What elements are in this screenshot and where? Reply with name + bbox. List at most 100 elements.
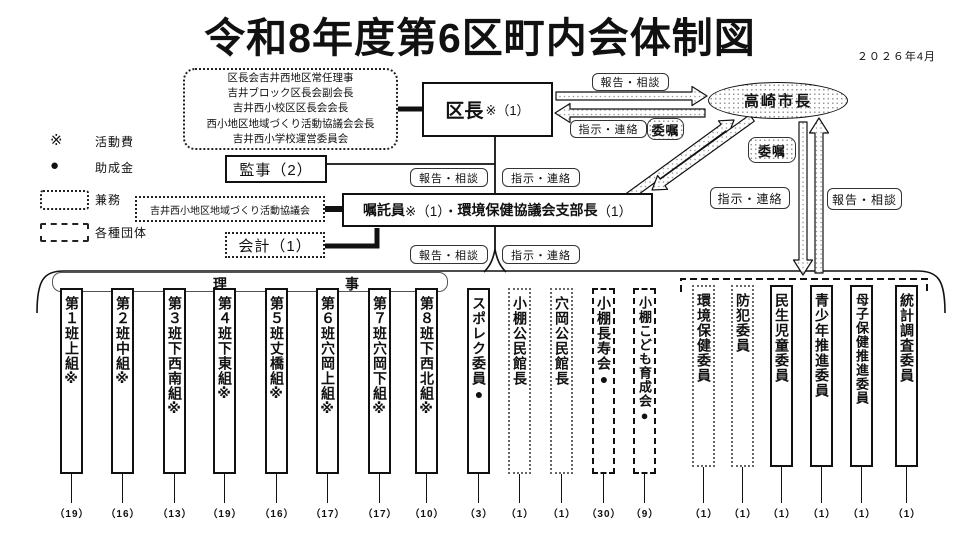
org-column-count: （30） [586,509,622,520]
org-column-drop [820,467,823,503]
line-kaikei-to-shokutaku [325,228,380,249]
org-column: 小棚長寿会● （30） [586,288,621,520]
kanji-box: 監事（2） [225,155,327,183]
org-column-box: 第１班上組※ [60,288,83,474]
org-column: 第１班上組※（19） [54,288,89,520]
kyogikai-box: 吉井西小地区地域づくり活動協議会 [135,196,325,222]
mayor-ellipse: 高崎市長 [708,82,848,119]
kyogikai-label: 吉井西小地区地域づくり活動協議会 [150,205,310,217]
role-line: 西小地区地域づくり活動協議会会長 [206,117,375,130]
org-column: 第７班穴岡下組※ （17） [362,288,397,520]
org-column-box: 小棚公民館長 [508,288,531,474]
org-column-count: （1） [767,509,797,520]
org-column-count: （17） [310,509,346,520]
org-column-count: （1） [892,509,922,520]
org-column-box: 第７班穴岡下組※ [368,288,391,474]
org-column: 第２班中組※ （16） [105,288,140,520]
role-line: 区長会吉井西地区常任理事 [227,71,354,84]
label-instruct-contact: 指示・連絡 [710,187,790,209]
org-column: 穴岡公民館長 （1） [548,288,575,520]
bottom-group-bracket [36,270,946,314]
diagram-title: 令和8年度第6区町内会体制図 [204,15,756,61]
org-column-drop [741,467,744,503]
kucho-suffix: ※（1） [485,103,530,118]
org-column-drop [70,474,73,503]
org-column-count: （1） [728,509,758,520]
label-instruct-contact: 指示・連絡 [570,120,647,138]
org-column-box: 環境保健委員 [692,285,715,467]
legend-subsidy-label: 助成金 [95,161,135,175]
org-column-count: （1） [505,509,535,520]
org-column-box: 防犯委員 [731,285,754,467]
org-column-drop [378,474,381,503]
label-instruct-contact: 指示・連絡 [502,245,580,264]
org-column-count: （16） [259,509,295,520]
org-column-drop [121,474,124,503]
org-column-drop [326,474,329,503]
org-column-count: （19） [207,509,243,520]
legend-activity-label: 活動費 [95,135,135,149]
org-column-count: （9） [630,509,660,520]
org-column-box: 小棚長寿会● [592,288,615,474]
kaikei-label: 会計（1） [238,237,312,255]
kucho-roles-box: 区長会吉井西地区常任理事 吉井ブロック区長会副会長 吉井西小校区区長会会長 西小… [183,68,398,150]
role-line: 吉井ブロック区長会副会長 [227,87,354,100]
org-column-count: （1） [689,509,719,520]
org-column: 環境保健委員 （1） [690,285,717,520]
org-column-drop [425,474,428,503]
arrow-mayor-to-shokutaku [651,114,755,191]
riji-bracket: 理 事 [52,272,448,292]
org-column: 小棚公民館長 （1） [506,288,533,520]
org-column-count: （13） [157,509,193,520]
shokutaku-count: （1） [597,204,633,219]
org-column-drop [702,467,705,503]
org-column-box: 第３班下西南組※ [163,288,186,474]
org-column-drop [223,474,226,503]
org-column: 第８班下西北組※（10） [409,288,444,520]
arrow-report-to-mayor [555,85,708,107]
label-report-consult: 報告・相談 [827,188,902,210]
riji-right-char: 事 [345,276,359,292]
org-column-box: 第２班中組※ [111,288,134,474]
arrow-instruct-to-kucho [554,102,706,124]
org-column-drop [477,474,480,503]
org-column-box: 穴岡公民館長 [550,288,573,474]
label-report-consult: 報告・相談 [592,73,669,91]
label-report-consult: 報告・相談 [410,168,488,187]
org-column-drop [173,474,176,503]
org-column-box: 第５班丈橋組※ [265,288,288,474]
org-column-count: （1） [547,509,577,520]
org-column-drop [602,474,605,503]
shokutaku-mid: ※（1）・ [404,204,458,219]
mayor-label: 高崎市長 [743,93,812,110]
org-column-box: 第６班穴岡上組※ [316,288,339,474]
org-column-count: （1） [807,509,837,520]
org-column-box: 小棚こども育成会● [633,288,656,474]
legend-activity-symbol: ※ [50,132,63,149]
org-column-count: （16） [105,509,141,520]
org-column-drop [518,474,521,503]
org-column-box: スポレク委員● [467,288,490,474]
org-column: 第３班下西南組※ （13） [157,288,192,520]
kucho-title: 区長 [445,101,484,122]
role-line: 吉井西小学校運営委員会 [232,132,349,145]
org-column-box: 第４班下東組※ [213,288,236,474]
arrow-committees-report-up [808,117,830,274]
org-column: 統計調査委員（1） [893,285,920,520]
committee-dashed-bracket [680,278,928,292]
org-column: 第６班穴岡上組※ （17） [310,288,345,520]
arrow-mayor-instruct-down [792,121,814,276]
shokutaku-role: 環境保健協議会支部長 [457,202,598,218]
org-column-drop [905,467,908,503]
org-column-drop [643,474,646,503]
org-column-count: （1） [847,509,877,520]
shokutaku-name: 嘱託員 [362,202,405,218]
kanji-label: 監事（2） [239,161,313,179]
label-report-consult: 報告・相談 [410,245,488,264]
org-column-count: （17） [362,509,398,520]
org-column-drop [560,474,563,503]
org-column: 母子保健推進委員（1） [848,285,875,520]
legend-groups-label: 各種団体 [95,226,148,240]
org-column-count: （10） [409,509,445,520]
